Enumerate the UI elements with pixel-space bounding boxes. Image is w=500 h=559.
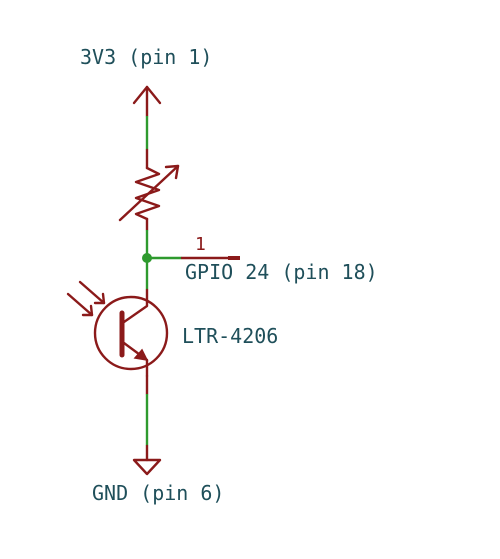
transistor-label: LTR-4206 (182, 324, 278, 348)
ground-label: GND (pin 6) (92, 481, 224, 505)
power-arrow-icon (132, 85, 162, 118)
phototransistor-icon (66, 280, 169, 378)
variable-resistor-icon (118, 148, 180, 232)
power-label: 3V3 (pin 1) (80, 45, 212, 69)
gpio-connector-icon (180, 256, 240, 260)
gpio-pin-number: 1 (195, 234, 206, 255)
ground-icon (132, 444, 162, 476)
gpio-label: GPIO 24 (pin 18) (185, 260, 378, 284)
